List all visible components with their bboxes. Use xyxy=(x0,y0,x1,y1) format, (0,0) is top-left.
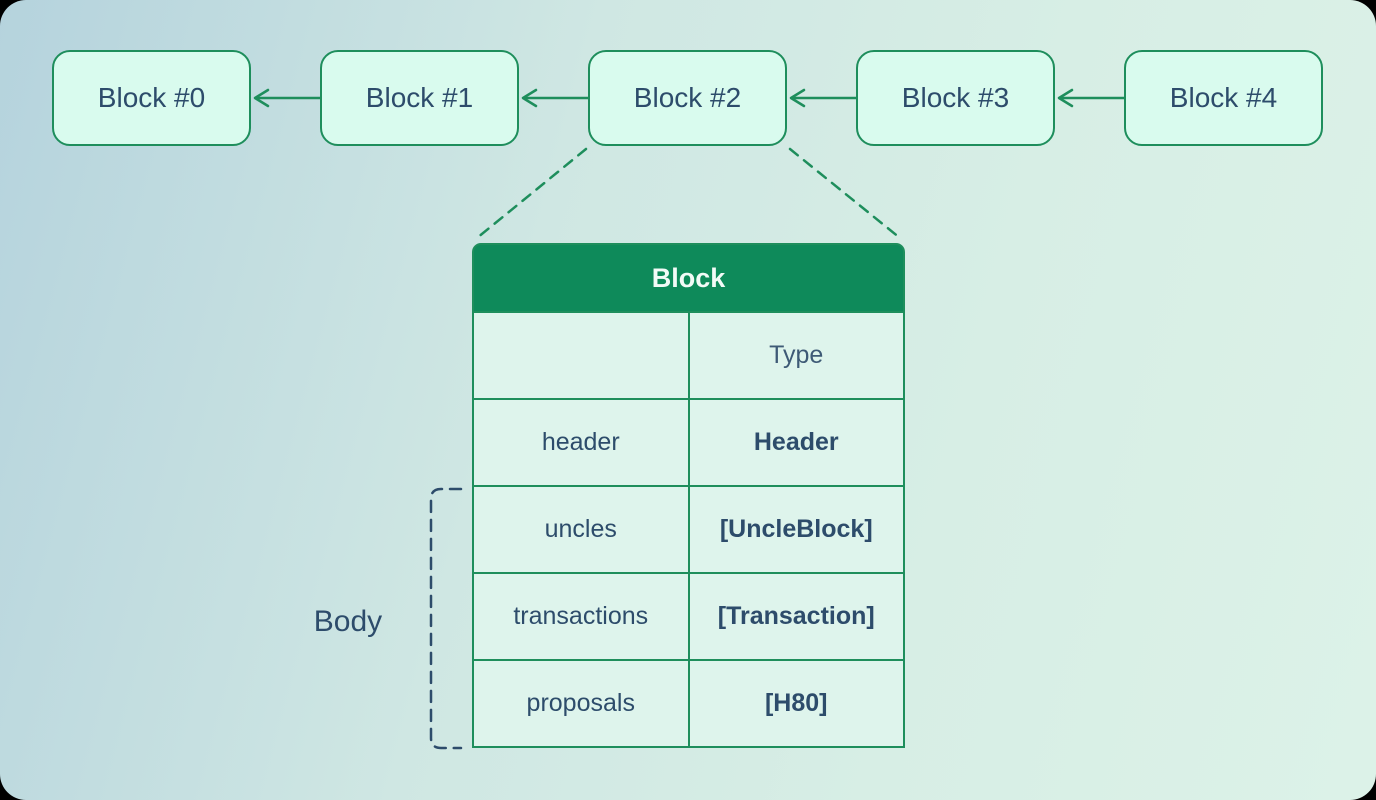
block-node-3: Block #3 xyxy=(856,50,1055,146)
chain-arrowhead-3-to-2 xyxy=(789,88,806,108)
block-node-2: Block #2 xyxy=(588,50,787,146)
type-value-cell: [H80] xyxy=(689,661,903,746)
expand-connector-left xyxy=(475,147,588,240)
block-node-0: Block #0 xyxy=(52,50,251,146)
table-title: Block xyxy=(474,245,903,311)
field-name-cell: proposals xyxy=(474,661,688,746)
block-label: Block #3 xyxy=(901,82,1010,113)
empty-corner-cell xyxy=(474,313,688,398)
block-detail-table: Block Type header Header uncles [UncleBl… xyxy=(472,243,905,748)
type-value-cell: [Transaction] xyxy=(689,574,903,659)
type-value-cell: [UncleBlock] xyxy=(689,487,903,572)
chain-arrowhead-1-to-0 xyxy=(253,88,270,108)
chain-arrowhead-4-to-3 xyxy=(1057,88,1074,108)
field-name-cell: header xyxy=(474,400,688,485)
field-name-cell: uncles xyxy=(474,487,688,572)
block-label: Block #4 xyxy=(1169,82,1278,113)
body-label: Body xyxy=(313,605,383,638)
block-label: Block #0 xyxy=(97,82,206,113)
block-node-1: Block #1 xyxy=(320,50,519,146)
body-bracket xyxy=(429,487,463,750)
block-label: Block #1 xyxy=(365,82,474,113)
block-node-4: Block #4 xyxy=(1124,50,1323,146)
chain-arrowhead-2-to-1 xyxy=(521,88,538,108)
type-value-cell: Header xyxy=(689,400,903,485)
field-name-cell: transactions xyxy=(474,574,688,659)
block-label: Block #2 xyxy=(633,82,742,113)
expand-connector-right xyxy=(788,147,902,240)
type-column-header: Type xyxy=(689,313,903,398)
